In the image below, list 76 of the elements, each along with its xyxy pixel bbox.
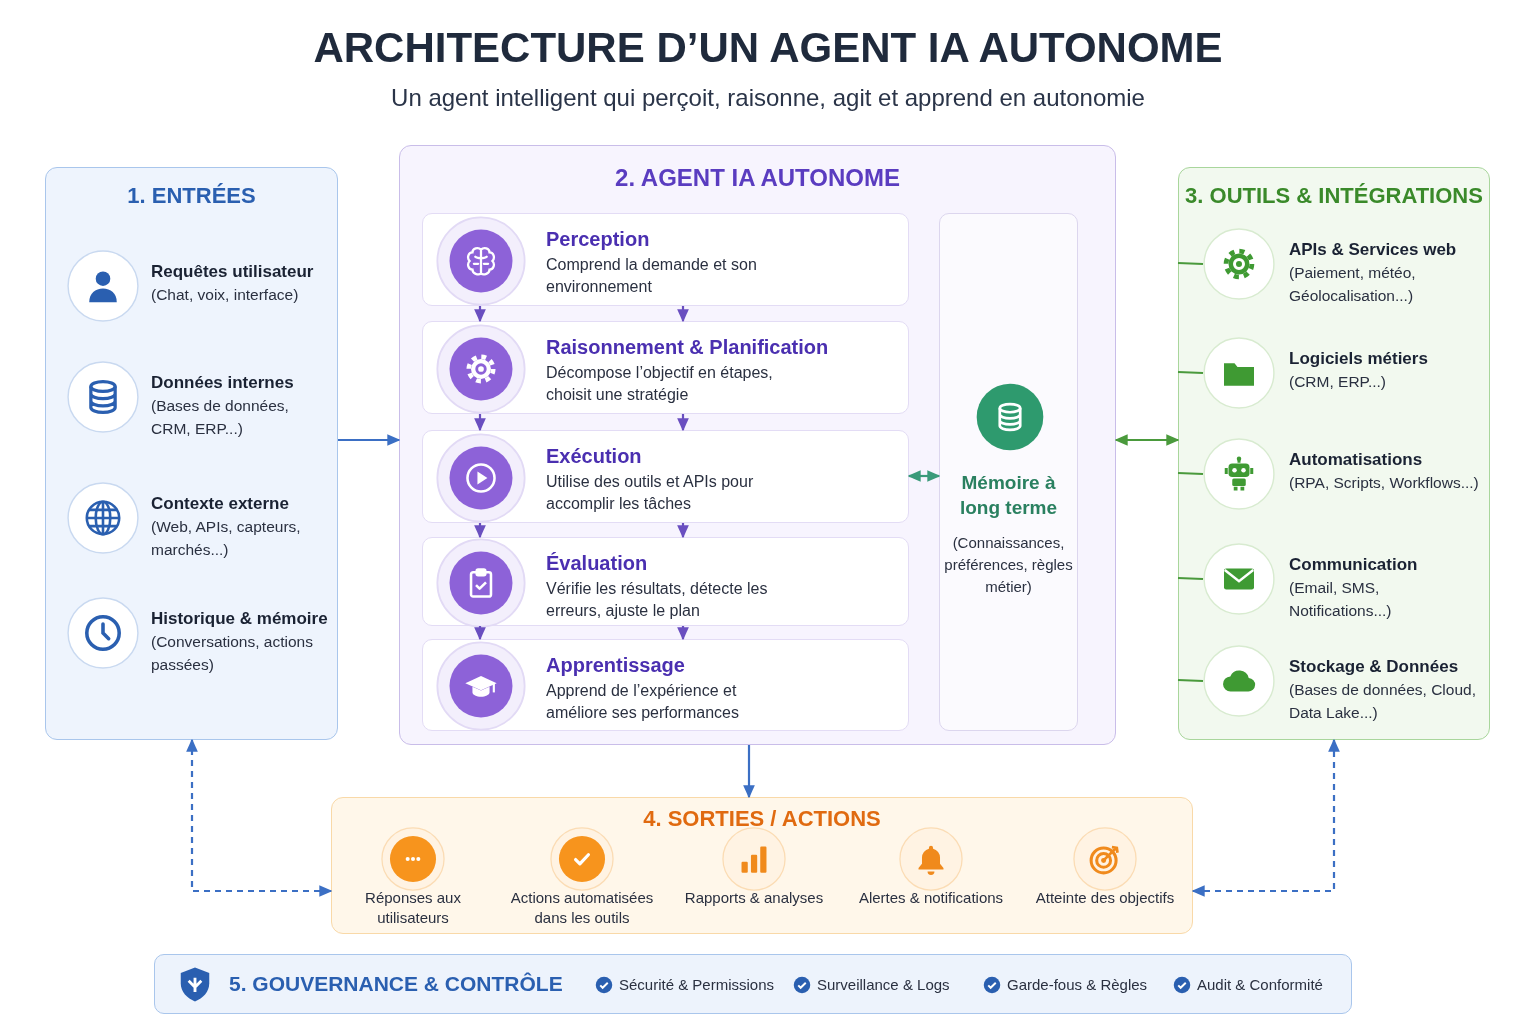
item-title: Automatisations	[1289, 449, 1424, 471]
step-title: Perception	[546, 227, 651, 252]
step-title: Exécution	[546, 444, 643, 469]
step-title: Évaluation	[546, 551, 649, 576]
governance-bar	[154, 954, 1352, 1014]
governance-heading: 5. GOUVERNANCE & CONTRÔLE	[229, 972, 563, 996]
item-title: Logiciels métiers	[1289, 348, 1429, 370]
output-label: Atteinte des objectifs	[1034, 888, 1176, 908]
memory-description: (Connaissances, préférences, règles métier)	[944, 533, 1073, 597]
governance-item: Surveillance & Logs	[817, 976, 950, 993]
step-title: Apprentissage	[546, 653, 686, 678]
item-title: Requêtes utilisateur	[151, 261, 315, 283]
arrow	[677, 414, 689, 432]
step-title: Raisonnement & Planification	[546, 335, 830, 360]
step-description: Utilise des outils et APIs pour accomplir les tâches	[546, 472, 755, 515]
governance-item: Garde-fous & Règles	[1007, 976, 1148, 993]
step-card	[422, 430, 909, 523]
arrow	[186, 738, 333, 897]
arrow	[474, 626, 486, 641]
step-card	[422, 639, 909, 731]
item-description: (Email, SMS, Notifications...)	[1289, 578, 1393, 622]
arrow	[677, 523, 689, 539]
memory-title: Mémoire à long terme	[958, 471, 1059, 520]
output-label: Rapports & analyses	[683, 888, 825, 908]
subtitle: Un agent intelligent qui perçoit, raisonne, agit et apprend en autonomie	[390, 84, 1146, 112]
item-title: APIs & Services web	[1289, 239, 1458, 261]
step-card	[422, 213, 909, 306]
step-card	[422, 321, 909, 414]
step-description: Vérifie les résultats, détecte les erreurs, ajuste le plan	[546, 579, 769, 622]
panel-heading: 4. SORTIES / ACTIONS	[642, 806, 882, 832]
tools-panel	[1178, 167, 1490, 740]
step-description: Apprend de l’expérience et améliore ses performances	[546, 681, 740, 724]
connector-line	[1177, 576, 1204, 581]
memory-card	[939, 213, 1078, 731]
item-description: (Web, APIs, capteurs, marchés...)	[151, 517, 302, 561]
arrow	[474, 523, 486, 539]
item-description: (Conversations, actions passées)	[151, 632, 314, 676]
output-label: Réponses aux utilisateurs	[364, 888, 462, 929]
step-description: Décompose l’objectif en étapes, choisit une stratégie	[546, 363, 774, 406]
panel-heading: 2. AGENT IA AUTONOME	[614, 164, 901, 192]
output-label: Alertes & notifications	[857, 888, 1005, 908]
output-label: Actions automatisées dans les outils	[509, 888, 655, 929]
item-description: (Chat, voix, interface)	[151, 285, 300, 306]
item-description: (RPA, Scripts, Workflows...)	[1289, 473, 1480, 494]
item-title: Historique & mémoire	[151, 608, 329, 630]
arrow	[743, 745, 755, 799]
arrow	[907, 470, 941, 482]
governance-item: Audit & Conformité	[1197, 976, 1323, 993]
item-description: (CRM, ERP...)	[1289, 372, 1388, 393]
item-title: Communication	[1289, 554, 1419, 576]
connector-line	[1177, 261, 1204, 266]
panel-heading: 1. ENTRÉES	[126, 183, 257, 209]
arrow	[474, 414, 486, 432]
connector-line	[1177, 471, 1204, 476]
outputs-panel	[331, 797, 1193, 934]
item-title: Contexte externe	[151, 493, 290, 515]
item-title: Données internes	[151, 372, 295, 394]
arrow	[677, 626, 689, 641]
arrow	[474, 306, 486, 323]
inputs-panel	[45, 167, 338, 740]
title: ARCHITECTURE D’UN AGENT IA AUTONOME	[312, 24, 1224, 72]
agent-panel	[399, 145, 1116, 745]
governance-item: Sécurité & Permissions	[619, 976, 775, 993]
arrow	[338, 434, 401, 446]
step-description: Comprend la demande et son environnement	[546, 255, 758, 298]
item-title: Stockage & Données	[1289, 656, 1460, 678]
step-card	[422, 537, 909, 626]
arrow	[677, 306, 689, 323]
connector-line	[1177, 678, 1204, 683]
item-description: (Paiement, météo, Géolocalisation...)	[1289, 263, 1417, 307]
panel-heading: 3. OUTILS & INTÉGRATIONS	[1184, 183, 1484, 209]
item-description: (Bases de données, Cloud, Data Lake...)	[1289, 680, 1477, 724]
item-description: (Bases de données, CRM, ERP...)	[151, 396, 290, 440]
connector-line	[1177, 370, 1204, 375]
arrow	[1114, 434, 1180, 446]
arrow	[1191, 738, 1340, 897]
